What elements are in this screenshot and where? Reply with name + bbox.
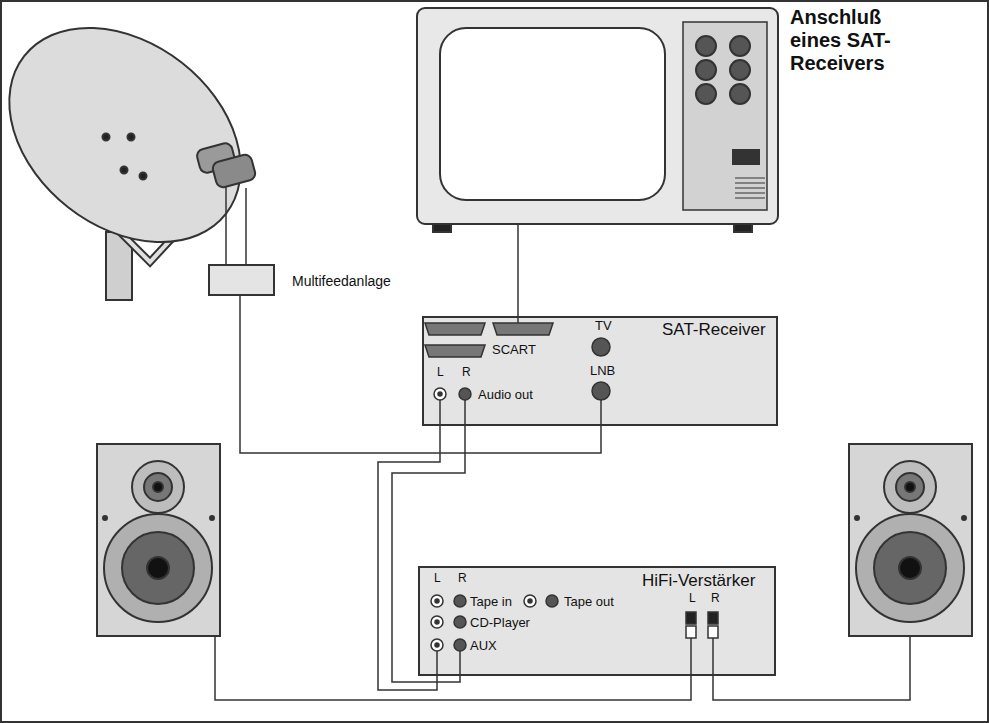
channel-label: R [458, 572, 467, 586]
input-label: CD-Player [470, 616, 530, 631]
multifeed-box: Multifeedanlage [208, 264, 275, 296]
input-label: Tape in [470, 595, 512, 610]
socket-label: LNB [590, 364, 615, 379]
speaker-wires [215, 636, 910, 700]
channel-label: R [462, 366, 471, 380]
socket-label: SCART [492, 343, 536, 358]
hifi-amplifier: HiFi-VerstärkerLRTape inTape outCD-Playe… [418, 566, 776, 676]
input-label: AUX [470, 639, 497, 654]
device-label: Multifeedanlage [292, 273, 391, 289]
speaker-right [849, 444, 972, 636]
scart-sockets [425, 316, 553, 357]
device-label: SAT-Receiver [662, 320, 766, 340]
output-label: Tape out [564, 595, 614, 610]
sat-receiver: SAT-ReceiverSCART TV LNB L R Audio out [422, 316, 778, 426]
television [417, 8, 778, 316]
socket-label: TV [595, 319, 612, 334]
channel-label: L [689, 592, 696, 606]
channel-label: L [434, 572, 441, 586]
channel-label: L [437, 366, 444, 380]
satellite-dish [0, 0, 283, 300]
socket-label: Audio out [478, 388, 533, 403]
device-label: HiFi-Verstärker [642, 571, 755, 591]
receiver-jacks [434, 338, 610, 426]
channel-label: R [711, 592, 720, 606]
speaker-left [97, 444, 220, 636]
title: Anschluß eines SAT-Receivers [790, 6, 934, 75]
amplifier-jacks [431, 595, 718, 676]
